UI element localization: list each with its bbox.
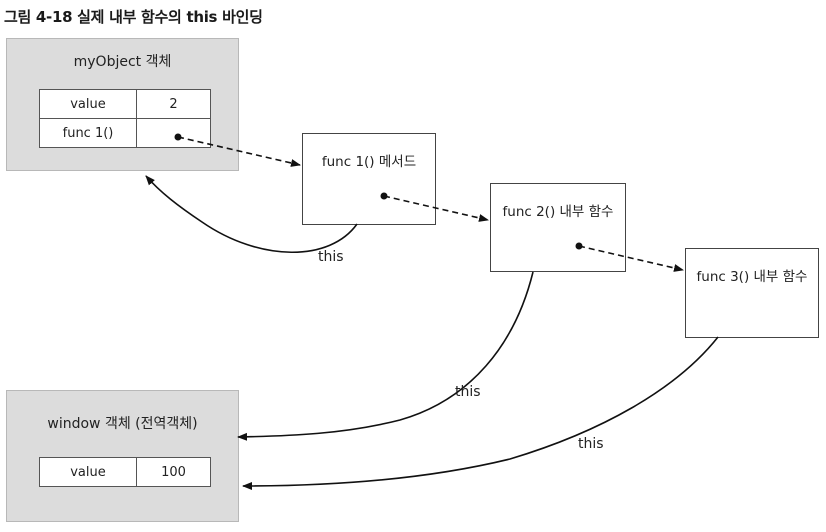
window-object-box: window 객체 (전역객체) value 100 <box>6 390 239 522</box>
func2-inner-box: func 2() 내부 함수 <box>490 183 626 272</box>
myobject-property-table: value 2 func 1() <box>39 89 211 148</box>
property-key-cell: func 1() <box>39 118 137 148</box>
reference-arrow-func3 <box>578 245 684 272</box>
this-arrow-func1-to-myobject <box>145 175 358 254</box>
this-label: this <box>318 249 344 265</box>
func1-method-box: func 1() 메서드 <box>302 133 436 225</box>
this-label: this <box>455 384 481 400</box>
property-value-cell: 100 <box>136 457 211 487</box>
func2-label: func 2() 내부 함수 <box>502 204 614 220</box>
this-arrow-func3-to-window <box>242 336 719 490</box>
figure-title: 그림 4-18 실제 내부 함수의 this 바인딩 <box>4 8 263 26</box>
table-row: value 100 <box>39 457 211 487</box>
window-property-table: value 100 <box>39 457 211 487</box>
property-value-cell <box>136 118 211 148</box>
table-row: value 2 <box>39 89 211 119</box>
dashed-reference-arrows <box>174 133 684 272</box>
func3-inner-box: func 3() 내부 함수 <box>685 248 819 338</box>
this-arrow-func2-to-window <box>237 271 534 441</box>
func3-label: func 3() 내부 함수 <box>696 269 808 285</box>
func1-label: func 1() 메서드 <box>321 154 417 170</box>
table-row: func 1() <box>39 118 211 148</box>
myobject-box: myObject 객체 value 2 func 1() <box>6 38 239 171</box>
this-binding-arrows <box>145 175 719 490</box>
this-label: this <box>578 436 604 452</box>
window-object-heading: window 객체 (전역객체) <box>47 416 198 432</box>
property-value-cell: 2 <box>136 89 211 119</box>
reference-arrow-func2 <box>383 195 489 222</box>
myobject-heading: myObject 객체 <box>73 54 172 70</box>
property-key-cell: value <box>39 457 137 487</box>
reference-arrow-func1 <box>177 136 301 167</box>
